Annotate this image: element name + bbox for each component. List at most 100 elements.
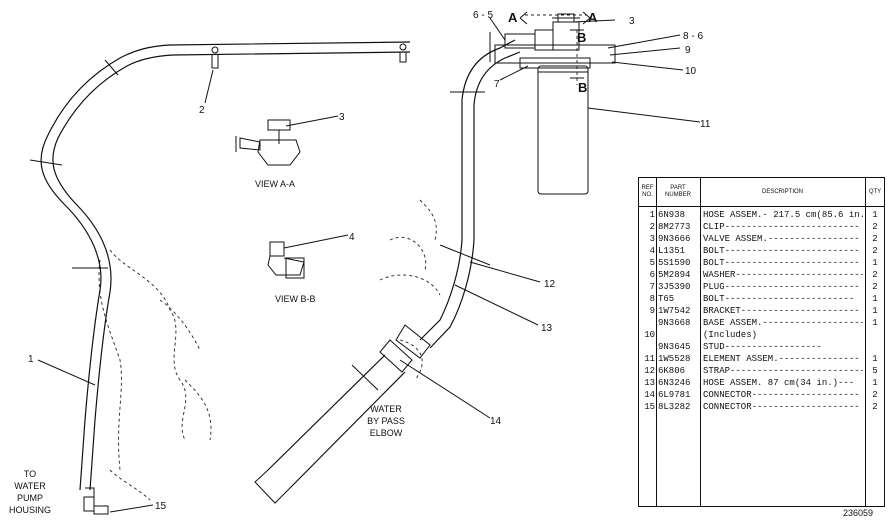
row-part-number: 1W7542 [658, 306, 691, 316]
row-qty: 1 [872, 294, 878, 304]
captions: VIEW A-A VIEW B-B TO WATER PUMP HOUSING … [9, 179, 405, 515]
drawing-number: 236059 [843, 508, 874, 518]
row-part-number: 1W5528 [658, 354, 691, 364]
row-ref: 7 [649, 282, 655, 292]
section-b-top: B [577, 30, 586, 45]
row-ref [640, 341, 655, 353]
to-water-pump-line-2: WATER [14, 481, 46, 491]
row-ref [640, 317, 655, 329]
row-qty: 2 [872, 246, 878, 256]
row-part-number: 8M2773 [658, 222, 691, 232]
callout-15: 15 [155, 501, 167, 512]
col-sep-2 [700, 178, 701, 506]
callout-8-6: 8 - 6 [683, 31, 703, 42]
callout-10: 10 [685, 66, 697, 77]
section-b-bottom: B [578, 80, 587, 95]
callout-11: 11 [700, 119, 711, 130]
callout-3: 3 [629, 16, 635, 27]
callout-12: 12 [544, 279, 556, 290]
row-qty: 2 [872, 270, 878, 280]
row-qty: 5 [872, 366, 878, 376]
row-description: BOLT------------------------ [703, 294, 855, 304]
row-part-number: 9N3666 [658, 234, 691, 244]
row-qty: 1 [872, 354, 878, 364]
callout-4: 4 [349, 232, 355, 243]
table-row: 9N3645 STUD------------------ [639, 341, 884, 353]
row-ref: 15 [644, 402, 655, 412]
row-ref: 9 [649, 306, 655, 316]
row-description: CONNECTOR-------------------- [703, 390, 860, 400]
header-qty: QTY [868, 188, 882, 195]
row-ref: 2 [649, 222, 655, 232]
row-part-number: L1351 [658, 246, 686, 256]
row-qty: 1 [872, 306, 878, 316]
view-bb-caption: VIEW B-B [275, 294, 316, 304]
to-water-pump-line-3: PUMP [17, 493, 43, 503]
row-ref: 6 [649, 270, 655, 280]
row-description: STUD------------------ [703, 342, 822, 352]
row-qty: 2 [872, 282, 878, 292]
callout-6-5: 6 - 5 [473, 10, 493, 21]
view-bb-bolt [267, 241, 305, 279]
row-part-number: T65 [658, 294, 675, 304]
callout-14: 14 [490, 416, 502, 427]
view-aa-caption: VIEW A-A [255, 179, 295, 189]
callout-9: 9 [685, 45, 691, 56]
row-ref: 1 [649, 210, 655, 220]
row-ref: 8 [649, 294, 655, 304]
row-description: CLIP------------------------- [703, 222, 860, 232]
callout-3-view: 3 [339, 112, 345, 123]
row-qty [867, 329, 883, 341]
row-description: CONNECTOR-------------------- [703, 402, 860, 412]
row-description: ELEMENT ASSEM.--------------- [703, 354, 860, 364]
row-description: HOSE ASSEM.- 217.5 cm(85.6 in.)- [703, 210, 863, 220]
row-qty: 1 [872, 258, 878, 268]
row-qty: 2 [872, 402, 878, 412]
to-water-pump-line-4: HOUSING [9, 505, 51, 515]
row-description: WASHER------------------------- [703, 270, 863, 280]
row-part-number: 5S1590 [658, 258, 691, 268]
row-part-number: 8L3282 [658, 402, 691, 412]
callout-1: 1 [28, 354, 34, 365]
callout-7: 7 [494, 79, 500, 90]
row-part-number [658, 329, 700, 341]
view-aa-valve [235, 119, 301, 166]
row-description: BOLT------------------------- [703, 258, 860, 268]
filter-assembly [489, 11, 616, 195]
col-sep-1 [656, 178, 657, 506]
row-description: BOLT------------------------- [703, 246, 860, 256]
row-qty: 1 [872, 318, 878, 328]
row-ref: 11 [644, 354, 655, 364]
row-ref: 13 [644, 378, 655, 388]
row-ref: 12 [644, 366, 655, 376]
header-part: PART NUMBER [664, 185, 691, 198]
table-row: 10 (Includes) [639, 329, 884, 341]
section-a-left: A [508, 10, 518, 25]
row-qty: 2 [872, 222, 878, 232]
bypass-elbow-line-2: BY PASS [367, 416, 405, 426]
row-qty: 2 [872, 390, 878, 400]
callout-13: 13 [541, 323, 553, 334]
callout-numbers: 1 2 3 4 6 - 5 3 8 - 6 9 10 7 11 12 13 14… [28, 10, 711, 512]
row-ref: 3 [649, 234, 655, 244]
row-description: STRAP------------------------- [703, 366, 863, 376]
row-description: (Includes) [703, 330, 758, 340]
section-a-right: A [588, 10, 598, 25]
row-part-number: 5M2894 [658, 270, 691, 280]
row-part-number: 6L9781 [658, 390, 691, 400]
row-part-number: 6N3246 [658, 378, 691, 388]
col-sep-3 [865, 178, 866, 506]
